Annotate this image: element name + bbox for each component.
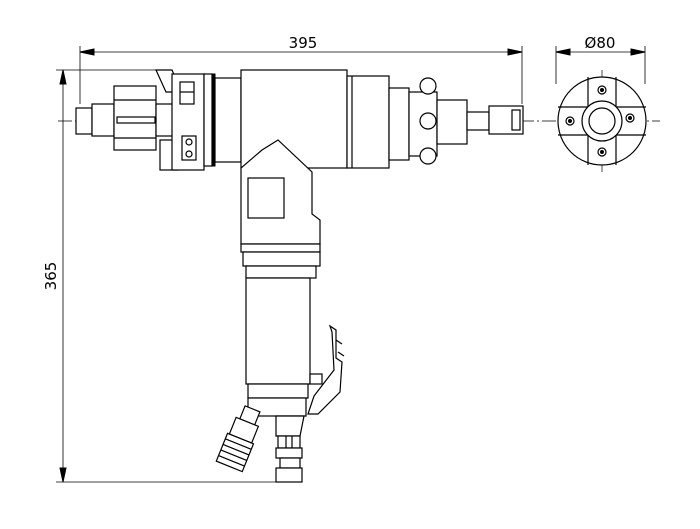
dimension-diameter-label: Ø80	[585, 34, 616, 52]
air-inlet-fitting	[275, 435, 303, 483]
main-housing	[240, 69, 524, 169]
dimension-length: 395	[79, 34, 523, 104]
handle	[245, 277, 311, 437]
dimension-length-label: 395	[289, 34, 318, 52]
dimension-diameter: Ø80	[555, 34, 646, 84]
exhaust-muffler	[215, 405, 261, 473]
tool-holder	[155, 69, 242, 171]
end-view	[557, 76, 647, 166]
dimension-height: 365	[42, 69, 300, 483]
trigger-lever	[307, 324, 345, 415]
mandrel-expander	[75, 85, 179, 171]
dimension-height-label: 365	[42, 262, 60, 291]
